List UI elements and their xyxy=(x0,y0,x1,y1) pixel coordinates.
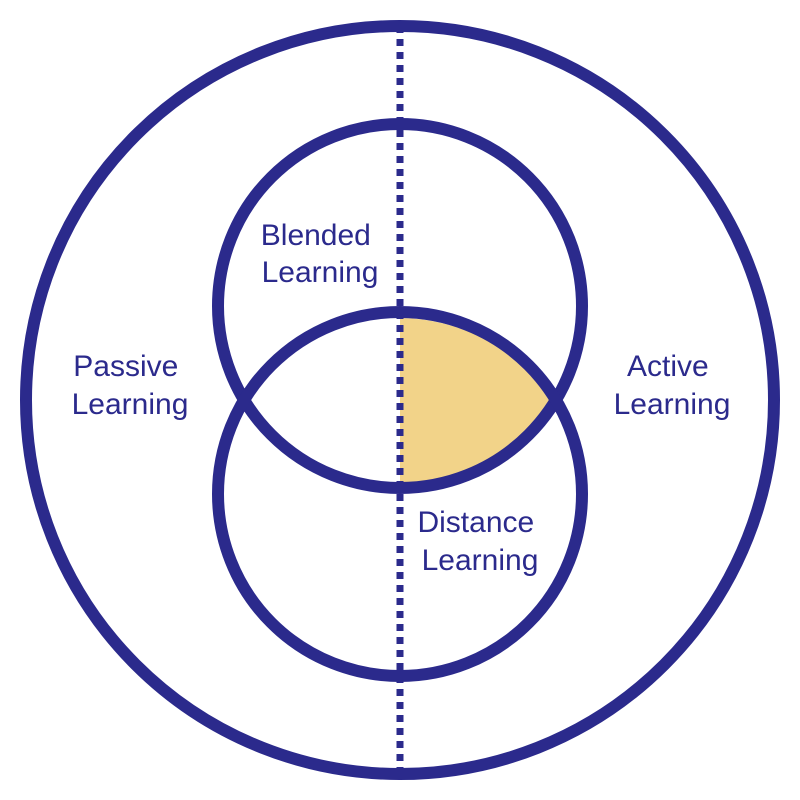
active-learning-label: Active Learning xyxy=(614,350,731,421)
distance-learning-label-line1: Distance xyxy=(417,506,534,539)
passive-learning-label-line1: Passive xyxy=(73,350,178,383)
active-learning-label-line2: Learning xyxy=(614,388,731,421)
distance-learning-label-line2: Learning xyxy=(422,544,539,577)
passive-learning-label: Passive Learning xyxy=(72,350,189,421)
active-learning-label-line1: Active xyxy=(627,350,709,383)
blended-learning-label: Blended Learning xyxy=(261,219,379,289)
blended-learning-label-line1: Blended xyxy=(261,219,371,252)
blended-learning-label-line2: Learning xyxy=(262,256,379,289)
distance-learning-label: Distance Learning xyxy=(417,506,542,577)
passive-learning-label-line2: Learning xyxy=(72,388,189,421)
active-blended-distance-highlight xyxy=(400,318,552,484)
